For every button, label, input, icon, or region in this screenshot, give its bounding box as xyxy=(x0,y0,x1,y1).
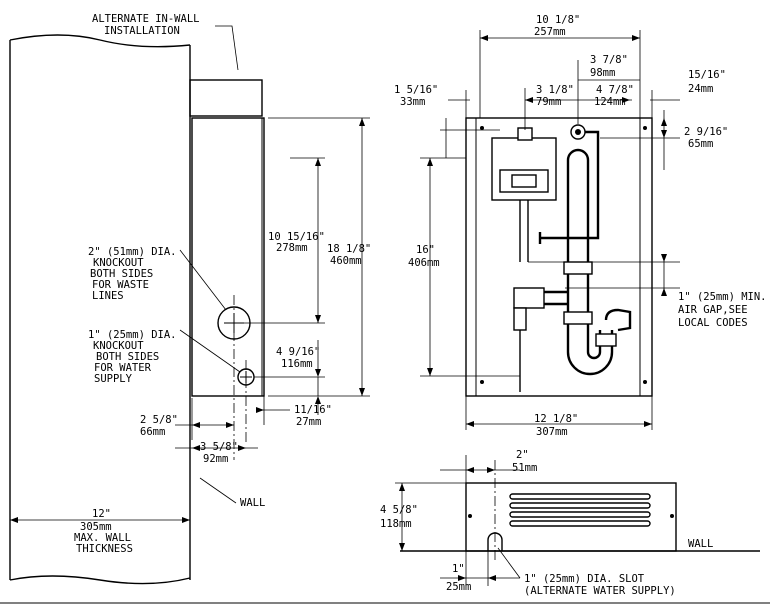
waste-knockout-line5: LINES xyxy=(92,290,124,302)
supply-knockout-line1: 1" (25mm) DIA. xyxy=(88,329,177,341)
mounting-holes xyxy=(480,126,647,384)
dim-1-mm: 25mm xyxy=(446,581,471,593)
wall-thickness-mm: 305mm xyxy=(80,521,112,533)
wall-label-side: WALL xyxy=(240,497,265,509)
dim-1-5-16-in: 1 5/16" xyxy=(394,84,438,96)
dim-15-16-in: 15/16" xyxy=(688,69,726,81)
wall-label-grille: WALL xyxy=(688,538,713,550)
air-gap-line1: 1" (25mm) MIN. xyxy=(678,291,767,303)
dim-1-5-16-mm: 33mm xyxy=(400,96,425,108)
side-view: ALTERNATE IN-WALL INSTALLATION 2" (51mm)… xyxy=(9,13,371,585)
air-gap-line3: LOCAL CODES xyxy=(678,317,748,329)
dim-18-1-8-in: 18 1/8" xyxy=(327,243,371,255)
dim-12-1-8-mm: 307mm xyxy=(536,426,568,438)
waste-knockout-line4: FOR WASTE xyxy=(92,279,149,291)
wall-thickness-line3: MAX. WALL xyxy=(74,532,131,544)
p-trap xyxy=(566,324,614,376)
dim-4-9-16-in: 4 9/16" xyxy=(276,346,320,358)
supply-knockout-line5: SUPPLY xyxy=(94,373,133,385)
air-gap-line2: AIR GAP,SEE xyxy=(678,304,748,316)
supply-knockout-line3: BOTH SIDES xyxy=(96,351,159,363)
dim-10-15-16-in: 10 15/16" xyxy=(268,231,325,243)
dim-11-16-mm: 27mm xyxy=(296,416,321,428)
dim-16-in: 16" xyxy=(416,244,435,256)
dim-10-1-8-mm: 257mm xyxy=(534,26,566,38)
dim-4-5-8-in: 4 5/8" xyxy=(380,504,418,516)
wall-bottom-break-line xyxy=(9,575,191,585)
wall-top-break-line xyxy=(9,34,191,48)
dim-2-9-16-mm: 65mm xyxy=(688,138,713,150)
dim-4-7-8-in: 4 7/8" xyxy=(596,84,634,96)
tailpiece-nut xyxy=(563,261,593,275)
dim-2-9-16-in: 2 9/16" xyxy=(684,126,728,138)
grille-slots xyxy=(509,493,651,527)
front-view: 10 1/8" 257mm 3 7/8" 98mm 1 5/16" 33mm 3… xyxy=(394,14,767,438)
wall-thickness-line4: THICKNESS xyxy=(76,543,133,555)
dim-4-7-8-mm: 124mm xyxy=(594,96,626,108)
waste-knockout-line2: KNOCKOUT xyxy=(93,257,144,269)
supply-knockout-line4: FOR WATER xyxy=(94,362,152,374)
dim-2-5-8-mm: 66mm xyxy=(140,426,165,438)
alternate-inwall-box xyxy=(189,79,263,117)
unit-housing-side xyxy=(191,117,265,397)
unit-housing-front xyxy=(465,117,653,397)
dim-16-mm: 406mm xyxy=(408,257,440,269)
dim-4-9-16-mm: 116mm xyxy=(281,358,313,370)
dim-10-1-8-in: 10 1/8" xyxy=(536,14,580,26)
alt-install-line1: ALTERNATE IN-WALL xyxy=(92,13,199,25)
dim-2-5-8-in: 2 5/8" xyxy=(140,414,178,426)
waste-knockout-line3: BOTH SIDES xyxy=(90,268,153,280)
dim-3-7-8-mm: 98mm xyxy=(590,67,615,79)
dim-18-1-8-mm: 460mm xyxy=(330,255,362,267)
grille-view: 2" 51mm 4 5/8" 118mm WALL 1" 25mm 1" (25… xyxy=(380,449,760,597)
dim-11-16-in: 11/16" xyxy=(294,404,332,416)
supply-knockout-line2: KNOCKOUT xyxy=(93,340,144,352)
dim-3-5-8-mm: 92mm xyxy=(203,453,228,465)
alt-install-line2: INSTALLATION xyxy=(104,25,180,37)
slot-line2: (ALTERNATE WATER SUPPLY) xyxy=(524,585,676,597)
slot-line1: 1" (25mm) DIA. SLOT xyxy=(524,573,645,585)
dim-15-16-mm: 24mm xyxy=(688,83,713,95)
wall-thickness-in: 12" xyxy=(92,508,111,520)
dim-1-in: 1" xyxy=(452,563,465,575)
dim-3-1-8-mm: 79mm xyxy=(536,96,561,108)
dim-3-5-8-in: 3 5/8" xyxy=(200,441,238,453)
dim-2-in: 2" xyxy=(516,449,529,461)
waste-knockout-line1: 2" (51mm) DIA. xyxy=(88,246,177,258)
dim-3-1-8-in: 3 1/8" xyxy=(536,84,574,96)
dim-3-7-8-in: 3 7/8" xyxy=(590,54,628,66)
dim-10-15-16-mm: 278mm xyxy=(276,242,308,254)
dim-12-1-8-in: 12 1/8" xyxy=(534,413,578,425)
dim-4-5-8-mm: 118mm xyxy=(380,518,412,530)
side-inlet xyxy=(513,287,545,309)
dim-2-mm: 51mm xyxy=(512,462,537,474)
